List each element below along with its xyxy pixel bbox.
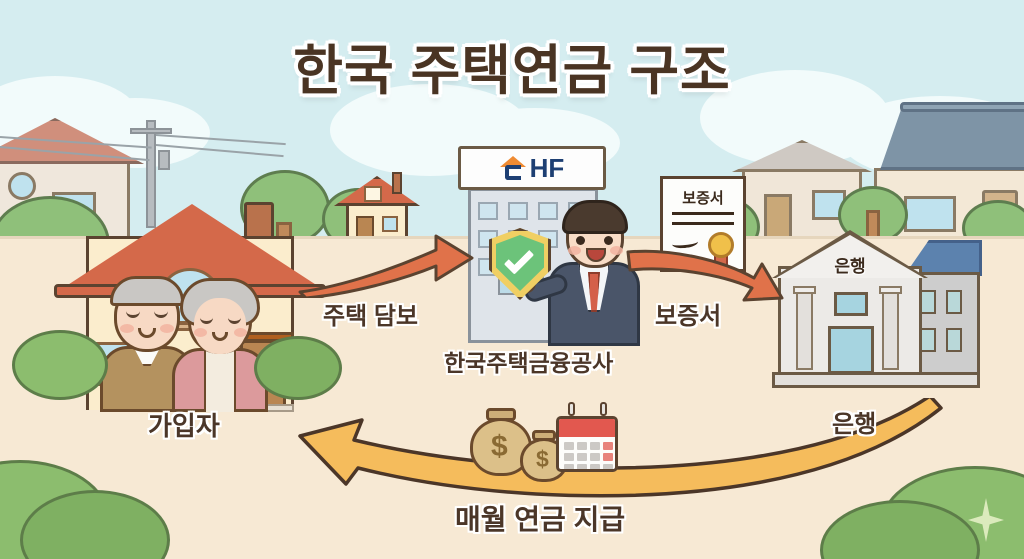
bank-column-capital — [793, 286, 816, 294]
bank-column — [796, 292, 813, 370]
bank-wing-window — [920, 328, 936, 352]
money-bag-symbol: $ — [536, 446, 549, 472]
calendar-ring — [568, 402, 575, 416]
bank-wing-window — [920, 290, 936, 314]
officer-mouth — [586, 248, 606, 262]
certificate-seal-icon — [708, 232, 734, 258]
node-label-hf: 한국주택금융공사 — [444, 350, 614, 376]
bank-building: 은행 — [770, 230, 982, 390]
bush — [254, 336, 342, 400]
hf-window — [538, 202, 558, 220]
background-hanok-window — [904, 196, 956, 232]
woman-eye — [200, 316, 213, 324]
background-house-left-window — [8, 172, 36, 200]
officer-eye — [604, 236, 613, 245]
woman-eye — [228, 316, 241, 324]
man-cheek — [160, 324, 174, 333]
bank-wing-window — [946, 328, 962, 352]
background-house-mid-attic-window — [364, 186, 382, 202]
woman-cheek — [194, 328, 207, 337]
certificate-title: 보증서 — [682, 190, 724, 207]
man-mouth — [138, 328, 156, 338]
flow-label-guarantee: 보증서 — [655, 303, 722, 330]
hf-house-logo-icon — [499, 156, 526, 180]
node-label-bank: 은행 — [832, 411, 877, 438]
bank-door[interactable] — [828, 326, 874, 374]
background-house-mid-chimney — [392, 172, 402, 194]
officer-eye — [576, 236, 585, 245]
page-title: 한국 주택연금 구조 — [293, 41, 731, 101]
background-house-mid-window — [382, 216, 398, 232]
shield-check-icon — [489, 228, 551, 300]
bush — [12, 330, 108, 400]
guarantee-certificate: 보증서 — [660, 176, 746, 272]
utility-pole-crossarm — [130, 128, 172, 134]
woman-inner-top — [204, 350, 236, 412]
certificate-line — [672, 222, 734, 225]
hf-window — [508, 202, 528, 220]
background-hanok-roof — [880, 108, 1024, 170]
hf-sign-text: HF — [529, 153, 565, 183]
bank-wing-window — [946, 290, 962, 314]
bank-column — [882, 292, 899, 370]
node-label-subscriber: 가입자 — [148, 411, 220, 441]
hf-window — [478, 202, 498, 220]
officer-hair — [562, 200, 628, 234]
flow-label-mortgage: 주택 담보 — [323, 303, 418, 330]
man-eye — [126, 310, 140, 318]
calendar-ring — [600, 402, 607, 416]
utility-pole-box — [158, 150, 170, 170]
man-eye — [154, 310, 168, 318]
officer-cheek — [610, 246, 623, 255]
woman-cheek — [234, 328, 247, 337]
woman-mouth — [212, 332, 228, 341]
bank-building-sign: 은행 — [834, 257, 866, 276]
hf-officer — [512, 196, 650, 346]
calendar-grid — [564, 442, 613, 469]
man-cheek — [120, 324, 134, 333]
bank-window — [834, 292, 868, 316]
officer-cheek — [568, 246, 581, 255]
background-house-right-window — [812, 190, 846, 220]
background-hanok-ridge — [900, 102, 1024, 112]
elderly-woman — [172, 276, 270, 412]
bank-column-capital — [879, 286, 902, 294]
calendar-icon — [556, 416, 618, 472]
bank-base — [772, 372, 980, 388]
certificate-line — [672, 212, 734, 215]
woman-face-opening — [194, 298, 246, 354]
calendar-header — [559, 419, 615, 437]
money-bag-symbol: $ — [491, 430, 508, 463]
hf-signboard[interactable]: HF — [458, 146, 606, 190]
flow-label-pension: 매월 연금 지급 — [455, 504, 626, 535]
pension-payment-icons: $ $ — [468, 402, 618, 482]
